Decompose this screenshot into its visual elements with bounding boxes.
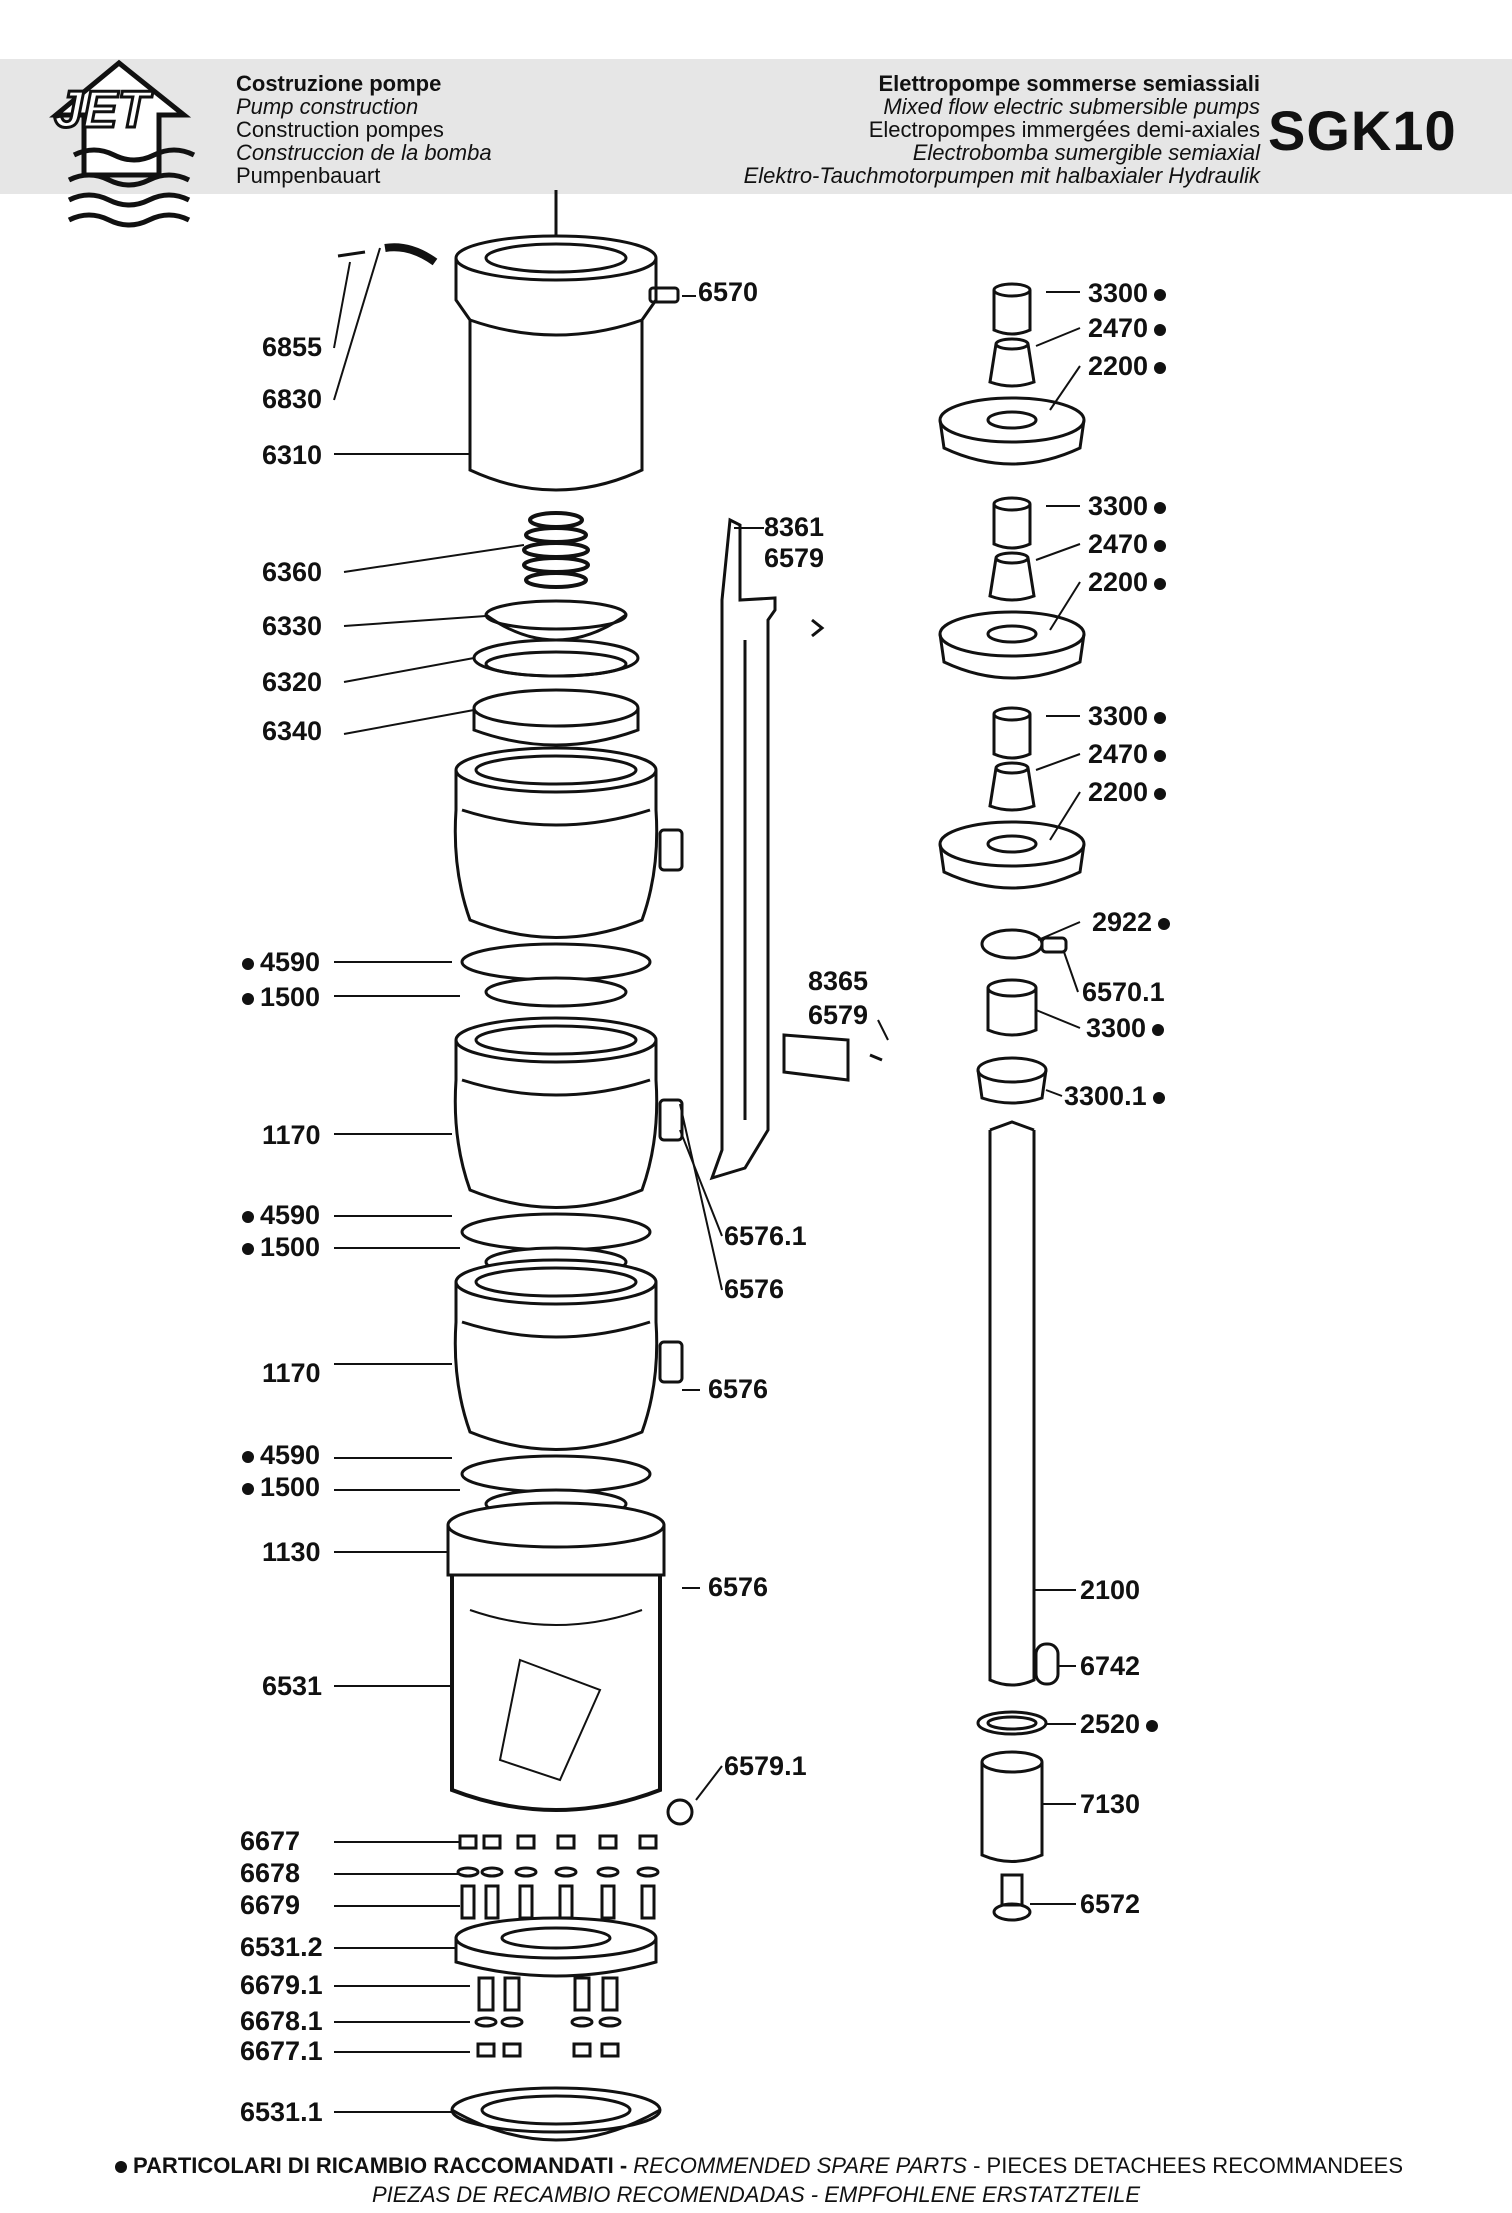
part-label-6531-1: 6531.1 bbox=[240, 2097, 323, 2127]
part-label-8361: 8361 bbox=[764, 512, 825, 542]
footer-legend: PARTICOLARI DI RICAMBIO RACCOMANDATI - R… bbox=[0, 2153, 1512, 2179]
part-label-2470-c: 2470 bbox=[1088, 739, 1172, 769]
part-label-6310: 6310 bbox=[262, 440, 323, 470]
part-label-3300-1: 3300.1 bbox=[1064, 1081, 1171, 1111]
part-label-6576-b: 6576 bbox=[708, 1374, 769, 1404]
part-label-3300-d: 3300 bbox=[1086, 1013, 1170, 1043]
part-label-1500-a: 1500 bbox=[236, 982, 320, 1012]
part-label-6579-b: 6579 bbox=[808, 1000, 869, 1030]
header-right-title: Elettropompe sommerse semiassiali bbox=[878, 71, 1261, 96]
header-left-title: Costruzione pompe bbox=[236, 71, 442, 96]
part-label-6570: 6570 bbox=[698, 277, 759, 307]
recommended-dot bbox=[1154, 577, 1167, 590]
part-label-6531-2: 6531.2 bbox=[240, 1932, 323, 1962]
part-label-4590-c: 4590 bbox=[236, 1440, 320, 1470]
recommended-dot bbox=[1154, 323, 1167, 336]
part-label-6678: 6678 bbox=[240, 1858, 301, 1888]
recommended-dot bbox=[1154, 501, 1167, 514]
recommended-dot bbox=[1158, 917, 1171, 930]
part-label-6677: 6677 bbox=[240, 1826, 301, 1856]
part-label-6830: 6830 bbox=[262, 384, 323, 414]
jet-logo: JET bbox=[49, 59, 196, 228]
part-label-6576-a: 6576 bbox=[724, 1274, 785, 1304]
recommended-dot bbox=[1154, 711, 1167, 724]
header-right-en: Mixed flow electric submersible pumps bbox=[883, 94, 1260, 119]
part-label-6679: 6679 bbox=[240, 1890, 301, 1920]
brand-text: JET bbox=[54, 81, 154, 139]
recommended-dot bbox=[1152, 1091, 1165, 1104]
part-label-2100: 2100 bbox=[1080, 1575, 1141, 1605]
recommended-dot bbox=[242, 1210, 254, 1223]
part-label-2922: 2922 bbox=[1092, 907, 1176, 937]
recommended-dot bbox=[242, 1450, 254, 1463]
part-label-7130: 7130 bbox=[1080, 1789, 1141, 1819]
part-label-6330: 6330 bbox=[262, 611, 323, 641]
part-label-1170-a: 1170 bbox=[262, 1120, 321, 1150]
part-label-6320: 6320 bbox=[262, 667, 323, 697]
part-label-6742: 6742 bbox=[1080, 1651, 1141, 1681]
recommended-dot bbox=[115, 2161, 127, 2174]
part-label-6679-1: 6679.1 bbox=[240, 1970, 323, 2000]
part-label-6340: 6340 bbox=[262, 716, 323, 746]
recommended-dot bbox=[242, 1242, 254, 1255]
part-label-8365: 8365 bbox=[808, 966, 869, 996]
part-label-1170-b: 1170 bbox=[262, 1358, 321, 1388]
part-label-1500-c: 1500 bbox=[236, 1472, 320, 1502]
recommended-dot bbox=[1154, 288, 1167, 301]
recommended-dot bbox=[1146, 1719, 1159, 1732]
model-code: SGK10 bbox=[1268, 99, 1457, 162]
recommended-dot bbox=[1154, 539, 1167, 552]
header-left-de: Pumpenbauart bbox=[236, 163, 381, 188]
header-left-es: Construccion de la bomba bbox=[236, 140, 492, 165]
part-label-1500-b: 1500 bbox=[236, 1232, 320, 1262]
recommended-dot bbox=[242, 957, 254, 970]
part-label-2200-b: 2200 bbox=[1088, 567, 1172, 597]
part-label-6570-1: 6570.1 bbox=[1082, 977, 1165, 1007]
part-label-6579-1: 6579.1 bbox=[724, 1751, 807, 1781]
part-label-3300-b: 3300 bbox=[1088, 491, 1172, 521]
header-right-es: Electrobomba sumergible semiaxial bbox=[912, 140, 1260, 165]
header-left-en: Pump construction bbox=[236, 94, 419, 119]
part-label-6576-c: 6576 bbox=[708, 1572, 769, 1602]
part-label-3300-a: 3300 bbox=[1088, 278, 1172, 308]
part-label-4590-b: 4590 bbox=[236, 1200, 320, 1230]
part-label-2520: 2520 bbox=[1080, 1709, 1164, 1739]
recommended-dot bbox=[1154, 787, 1167, 800]
header-right-de: Elektro-Tauchmotorpumpen mit halbaxialer… bbox=[743, 163, 1260, 188]
part-label-6360: 6360 bbox=[262, 557, 323, 587]
part-label-6572: 6572 bbox=[1080, 1889, 1141, 1919]
recommended-dot bbox=[1154, 749, 1167, 762]
part-label-6678-1: 6678.1 bbox=[240, 2006, 323, 2036]
part-label-6855: 6855 bbox=[262, 332, 323, 362]
recommended-dot bbox=[242, 1482, 254, 1495]
footer-legend-line2: PIEZAS DE RECAMBIO RECOMENDADAS - EMPFOH… bbox=[371, 2182, 1141, 2207]
part-label-4590-a: 4590 bbox=[236, 947, 320, 977]
recommended-dot bbox=[1154, 361, 1167, 374]
recommended-dot bbox=[1152, 1023, 1165, 1036]
part-label-3300-c: 3300 bbox=[1088, 701, 1172, 731]
part-label-1130: 1130 bbox=[262, 1537, 321, 1567]
recommended-dot bbox=[242, 992, 254, 1005]
part-label-6579-a: 6579 bbox=[764, 543, 825, 573]
header-left-fr: Construction pompes bbox=[236, 117, 444, 142]
part-label-2470-b: 2470 bbox=[1088, 529, 1172, 559]
footer-en: RECOMMENDED SPARE PARTS bbox=[633, 2153, 967, 2178]
header-right-fr: Electropompes immergées demi-axiales bbox=[868, 117, 1260, 142]
header-band bbox=[0, 59, 1512, 194]
part-label-2470-a: 2470 bbox=[1088, 313, 1172, 343]
part-label-2200-a: 2200 bbox=[1088, 351, 1172, 381]
part-label-6677-1: 6677.1 bbox=[240, 2036, 323, 2066]
footer-fr: - PIECES DETACHEES RECOMMANDEES bbox=[973, 2153, 1403, 2178]
footer-it: PARTICOLARI DI RICAMBIO RACCOMANDATI - bbox=[133, 2153, 628, 2178]
part-label-6531: 6531 bbox=[262, 1671, 323, 1701]
part-label-6576-1: 6576.1 bbox=[724, 1221, 807, 1251]
part-label-2200-c: 2200 bbox=[1088, 777, 1172, 807]
